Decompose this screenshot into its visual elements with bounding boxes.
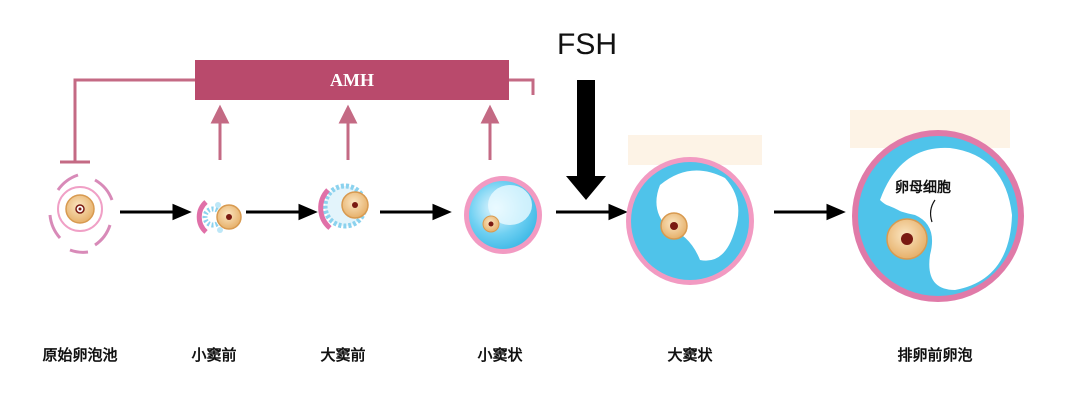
stage-label-large-preantral: 大窦前 [320,346,366,364]
arrow-5 [774,203,846,221]
arrow-2 [246,203,318,221]
arrow-4 [556,203,628,221]
fsh-label: FSH [557,28,617,61]
amh-arrow-2 [338,104,358,160]
stage-label-preovulatory: 排卵前卵泡 [897,346,973,364]
progression-arrows [120,203,846,221]
amh-source-arrows [210,104,500,160]
amh-arrow-1 [210,104,230,160]
large-preantral-follicle [318,183,369,230]
arrow-3 [380,203,452,221]
stage-label-small-antral: 小窦状 [477,346,523,364]
large-antral-follicle [626,135,762,285]
small-preantral-follicle [196,200,242,234]
stage-label-large-antral: 大窦状 [667,346,713,364]
stage-label-primordial: 原始卵泡池 [42,346,118,364]
arrow-1 [120,203,192,221]
amh-arrow-3 [480,104,500,160]
preovulatory-follicle [850,110,1024,302]
primordial-follicle [48,173,114,254]
amh-inhibition-line [60,78,535,164]
stage-label-small-preantral: 小窦前 [191,346,237,364]
oocyte-label: 卵母细胞 [895,180,951,196]
amh-bar [195,60,509,100]
small-antral-follicle [464,176,542,254]
fsh-arrow [566,80,606,200]
